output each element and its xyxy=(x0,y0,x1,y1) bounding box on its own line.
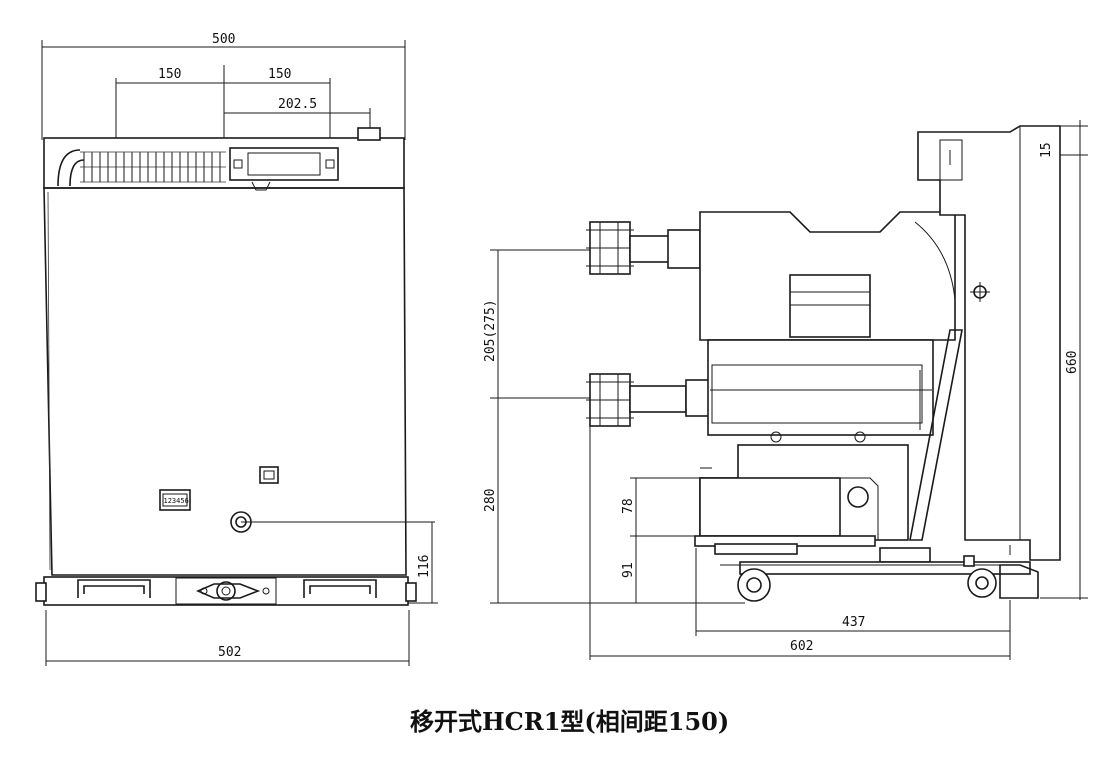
dim-upper-gap: 205(275) xyxy=(483,299,498,362)
front-wheel xyxy=(737,568,771,602)
dim-depth-total: 602 xyxy=(790,639,813,654)
rear-wheel xyxy=(967,568,997,598)
dim-offset: 202.5 xyxy=(278,97,317,112)
operation-counter xyxy=(159,489,191,511)
dim-total-height: 660 xyxy=(1065,351,1080,374)
square-button xyxy=(259,466,279,484)
upper-terminal xyxy=(586,221,701,275)
operation-counter-text: 123456 xyxy=(164,497,189,505)
dim-right-phase: 150 xyxy=(268,67,291,82)
side-view: 205(275) 280 78 91 xyxy=(483,120,1088,660)
dim-depth-inner: 437 xyxy=(842,615,865,630)
lower-terminal xyxy=(586,373,711,427)
dim-top-small: 15 xyxy=(1039,142,1054,158)
dim-front-height-right: 116 xyxy=(417,555,432,578)
dim-base-height: 91 xyxy=(621,562,636,578)
dim-front-width-bottom: 502 xyxy=(218,645,241,660)
front-view: 500 150 150 202.5 123456 xyxy=(35,32,438,666)
drawing-caption: 移开式HCR1型(相间距150) xyxy=(410,707,729,736)
dim-front-width-top: 500 xyxy=(212,32,235,47)
dim-mech-height: 78 xyxy=(621,498,636,514)
dim-lower-height: 280 xyxy=(483,489,498,512)
spring-coils xyxy=(80,151,226,183)
dim-left-phase: 150 xyxy=(158,67,181,82)
